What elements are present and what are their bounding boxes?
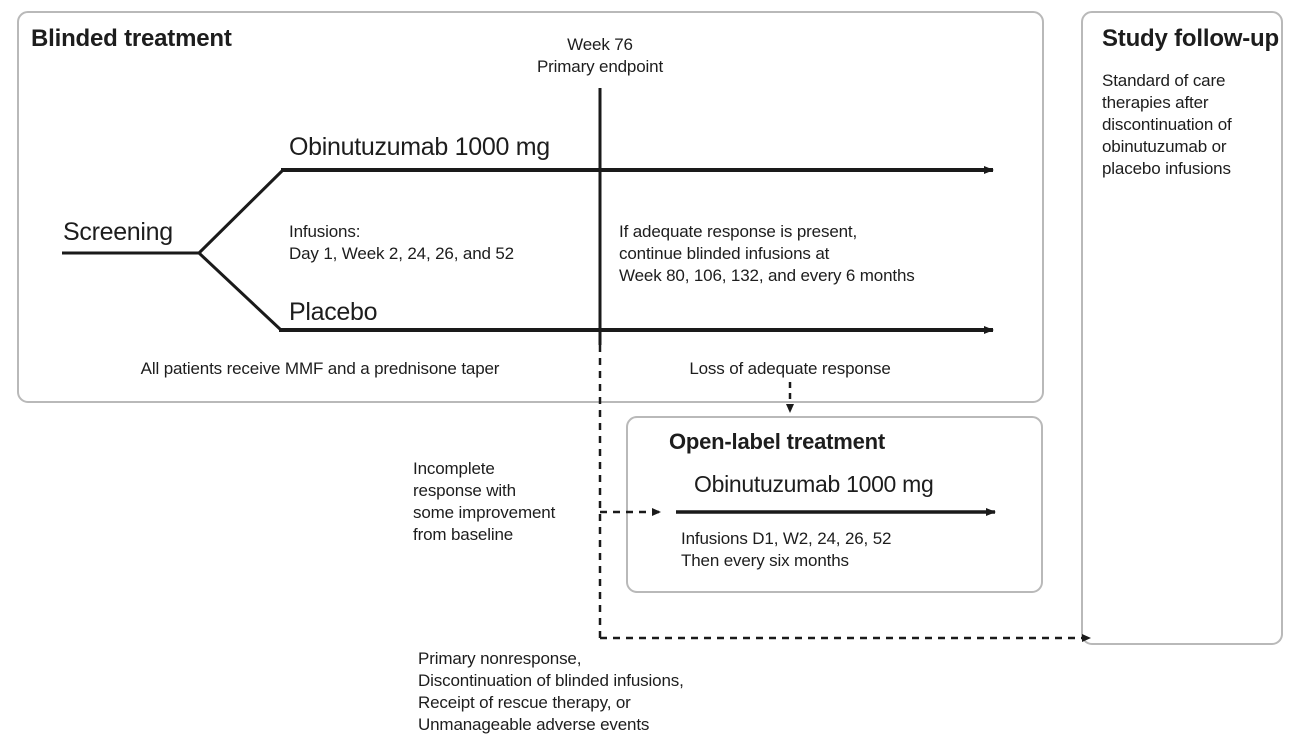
placebo-arm-label: Placebo xyxy=(289,298,378,326)
study-follow-up-body: Standard of care therapies after discont… xyxy=(1102,71,1232,179)
blinded-treatment-title: Blinded treatment xyxy=(31,25,232,52)
discontinuation-criteria-note: Primary nonresponse, Discontinuation of … xyxy=(418,649,684,735)
primary-endpoint-label: Primary endpoint xyxy=(536,57,664,76)
blinded-treatment-panel-border xyxy=(17,11,1044,403)
loss-of-response-label: Loss of adequate response xyxy=(689,359,891,378)
week-76-label: Week 76 xyxy=(567,35,633,54)
fork-lower-branch-line xyxy=(197,251,283,332)
fork-upper-branch-line xyxy=(197,168,285,255)
study-follow-up-title: Study follow-up xyxy=(1102,25,1279,52)
open-label-title: Open-label treatment xyxy=(669,429,886,454)
screening-label: Screening xyxy=(63,218,173,246)
adequate-response-note: If adequate response is present, continu… xyxy=(619,222,915,286)
background-therapy-note: All patients receive MMF and a prednison… xyxy=(140,359,500,378)
incomplete-response-note: Incomplete response with some improvemen… xyxy=(413,459,556,545)
open-label-arm-label: Obinutuzumab 1000 mg xyxy=(694,471,934,497)
open-label-infusions-note: Infusions D1, W2, 24, 26, 52 Then every … xyxy=(681,529,892,571)
blinded-infusions-note: Infusions: Day 1, Week 2, 24, 26, and 52 xyxy=(289,222,514,264)
obinutuzumab-arm-label: Obinutuzumab 1000 mg xyxy=(289,133,550,161)
